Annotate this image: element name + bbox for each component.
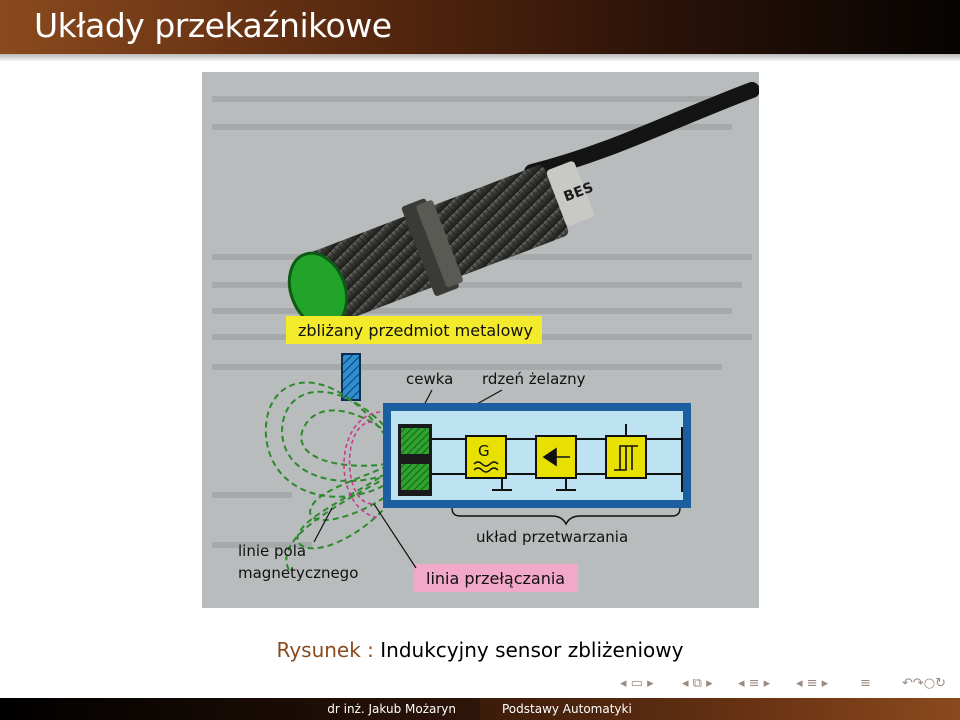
label-coil: cewka bbox=[406, 370, 453, 388]
processing-brace bbox=[451, 507, 681, 526]
leader-field bbox=[313, 507, 333, 543]
nav-section-icon[interactable]: ◂ ≡ ▸ bbox=[796, 676, 829, 691]
figure-caption: Rysunek : Indukcyjny sensor zbliżeniowy bbox=[0, 638, 960, 662]
beamer-navigation: ◂ ▭ ▸ ◂ ⧉ ▸ ◂ ≡ ▸ ◂ ≡ ▸ ≡ ↶↷○↻ bbox=[620, 676, 960, 694]
slide-title: Układy przekaźnikowe bbox=[34, 6, 392, 45]
field-lines bbox=[264, 381, 398, 573]
nav-frame-icon[interactable]: ◂ ⧉ ▸ bbox=[682, 676, 713, 691]
diode-icon bbox=[542, 447, 570, 467]
trigger-block bbox=[605, 435, 647, 479]
leader-switch bbox=[373, 503, 417, 569]
nav-subsection-icon[interactable]: ◂ ≡ ▸ bbox=[738, 676, 771, 691]
callout-switch-line bbox=[414, 564, 578, 592]
metal-object bbox=[341, 353, 361, 401]
footer-author: dr inż. Jakub Możaryn bbox=[327, 702, 456, 716]
footer-course-bar: Podstawy Automatyki bbox=[480, 698, 960, 720]
hysteresis-icon bbox=[614, 445, 638, 471]
switching-line bbox=[343, 411, 381, 519]
caption-text: Indukcyjny sensor zbliżeniowy bbox=[380, 638, 684, 662]
caption-label: Rysunek : bbox=[276, 638, 374, 662]
generator-block bbox=[465, 435, 507, 479]
footer-course: Podstawy Automatyki bbox=[502, 702, 632, 716]
nav-slide-icon[interactable]: ◂ ▭ ▸ bbox=[620, 676, 654, 691]
callout-object-text: zbliżany przedmiot metalowy bbox=[298, 321, 533, 340]
sensor-figure: BES zbliżany przedmiot metalowy cewka rd… bbox=[202, 72, 759, 608]
title-bar: Układy przekaźnikowe bbox=[0, 0, 960, 54]
footer: dr inż. Jakub Możaryn Podstawy Automatyk… bbox=[0, 698, 960, 720]
coil-lower bbox=[401, 464, 429, 490]
nav-search-icon[interactable]: ↶↷○↻ bbox=[902, 676, 947, 691]
label-processing: układ przetwarzania bbox=[476, 528, 628, 546]
sensor-cable bbox=[524, 82, 759, 180]
callout-object bbox=[286, 316, 542, 344]
callout-switch-line-text: linia przełączania bbox=[426, 569, 565, 588]
nav-align-icon[interactable]: ≡ bbox=[860, 676, 871, 691]
label-field-lines-1: linie pola bbox=[238, 542, 306, 560]
label-core: rdzeń żelazny bbox=[482, 370, 586, 388]
footer-author-bar: dr inż. Jakub Możaryn bbox=[0, 698, 480, 720]
title-shadow bbox=[0, 54, 960, 62]
generator-label: G bbox=[478, 442, 490, 460]
sine-icon bbox=[473, 461, 499, 473]
label-field-lines-2: magnetycznego bbox=[238, 564, 358, 582]
coil-upper bbox=[401, 428, 429, 454]
